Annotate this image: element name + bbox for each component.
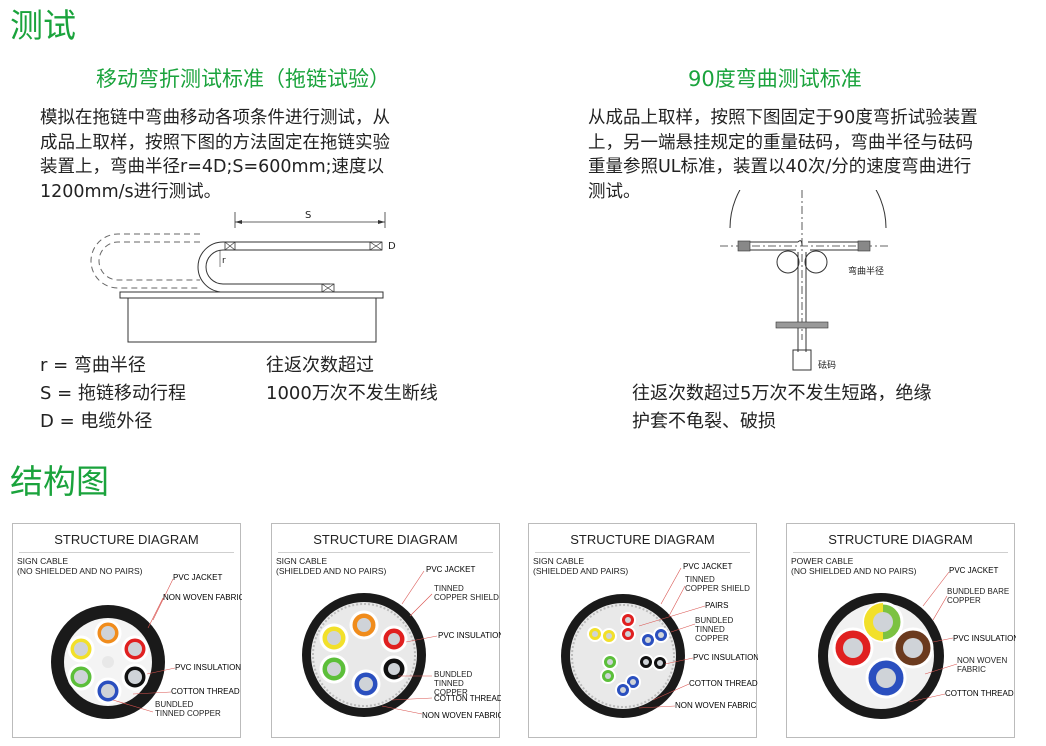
s-label: S xyxy=(305,210,311,221)
card-title: STRUCTURE DIAGRAM xyxy=(570,532,715,547)
drag-chain-description: 模拟在拖链中弯曲移动各项条件进行测试，从 成品上取样，按照下图的方法固定在拖链实… xyxy=(40,108,390,202)
bend-radius-label: 弯曲半径 xyxy=(848,265,884,277)
label-cotton-thread: COTTON THREAD xyxy=(945,689,1014,698)
label-non-woven-fabric: NON WOVEN FABRIC xyxy=(957,656,1008,674)
label-pvc-insulation: PVC INSULATION xyxy=(693,653,758,662)
label-non-woven-fabric: NON WOVEN FABRIC xyxy=(422,711,501,720)
structure-card-sign-cable-shielded-pairs: STRUCTURE DIAGRAM SIGN CABLE (SHIELDED A… xyxy=(528,523,758,738)
drag-chain-diagram: S r D xyxy=(90,210,396,343)
cable-type: POWER CABLE (NO SHIELDED AND NO PAIRS) xyxy=(791,556,917,576)
section-title-test: 测试 xyxy=(10,6,76,45)
bend-test-result: 往返次数超过5万次不发生短路，绝缘 护套不龟裂、破损 xyxy=(632,383,932,432)
label-bundled-tinned-copper: BUNDLED TINNED COPPER xyxy=(434,670,473,697)
label-bundled-tinned-copper: BUNDLED TINNED COPPER xyxy=(155,700,221,718)
heading-drag-chain-test: 移动弯折测试标准（拖链试验） xyxy=(96,67,390,91)
cable-cross-section: PVC JACKET PVC INSULATION COTTON THREAD xyxy=(818,566,1016,719)
label-pvc-jacket: PVC JACKET xyxy=(173,573,222,582)
label-pvc-jacket: PVC JACKET xyxy=(949,566,998,575)
heading-90-degree-test: 90度弯曲测试标准 xyxy=(688,67,862,91)
label-bundled-bare-copper: BUNDLED BARE COPPER xyxy=(947,587,1010,605)
cable-cross-section: PVC JACKET PVC INSULATION COTTON THREAD … xyxy=(302,565,501,720)
card-title: STRUCTURE DIAGRAM xyxy=(54,532,199,547)
drag-chain-legend: r = 弯曲半径 S = 拖链移动行程 D = 电缆外径 xyxy=(40,355,186,432)
label-cotton-thread: COTTON THREAD xyxy=(689,679,758,688)
label-bundled-tinned-copper: BUNDLED TINNED COPPER xyxy=(695,616,734,643)
card-title: STRUCTURE DIAGRAM xyxy=(828,532,973,547)
label-cotton-thread: COTTON THREAD xyxy=(434,694,501,703)
structure-card-sign-cable-unshielded: STRUCTURE DIAGRAM SIGN CABLE (NO SHIELDE… xyxy=(12,523,242,738)
cable-cross-section: PVC JACKET PAIRS PVC INSULATION COTTON T… xyxy=(561,562,758,718)
label-pvc-jacket: PVC JACKET xyxy=(426,565,475,574)
label-pairs: PAIRS xyxy=(705,601,728,610)
structure-card-power-cable: STRUCTURE DIAGRAM POWER CABLE (NO SHIELD… xyxy=(786,523,1016,738)
label-pvc-insulation: PVC INSULATION xyxy=(953,634,1016,643)
label-pvc-insulation: PVC INSULATION xyxy=(175,663,241,672)
label-non-woven-fabric: NON WOVEN FABRIC xyxy=(675,701,757,710)
bend-test-description: 从成品上取样，按照下图固定于90度弯折试验装置 上，另一端悬挂规定的重量砝码，弯… xyxy=(588,108,978,202)
cable-type: SIGN CABLE (SHIELDED AND PAIRS) xyxy=(533,556,629,576)
cable-type: SIGN CABLE (NO SHIELDED AND NO PAIRS) xyxy=(17,556,143,576)
structure-card-sign-cable-shielded: STRUCTURE DIAGRAM SIGN CABLE (SHIELDED A… xyxy=(271,523,501,738)
drag-chain-result: 往返次数超过 1000万次不发生断线 xyxy=(266,355,438,404)
label-tinned-copper-shield: TINNED COPPER SHIELD xyxy=(434,584,499,602)
weight-label: 砝码 xyxy=(818,359,836,371)
cable-type: SIGN CABLE (SHIELDED AND NO PAIRS) xyxy=(276,556,387,576)
r-label: r xyxy=(222,256,226,266)
label-non-woven-fabric: NON WOVEN FABRIC xyxy=(163,593,242,602)
label-pvc-jacket: PVC JACKET xyxy=(683,562,732,571)
bend-test-diagram: 弯曲半径 砝码 xyxy=(720,190,888,371)
section-title-structure: 结构图 xyxy=(10,462,109,501)
cable-cross-section: PVC JACKET NON WOVEN FABRIC PVC INSULATI… xyxy=(51,573,242,719)
card-title: STRUCTURE DIAGRAM xyxy=(313,532,458,547)
d-label: D xyxy=(388,241,396,252)
label-pvc-insulation: PVC INSULATION xyxy=(438,631,501,640)
label-tinned-copper-shield: TINNED COPPER SHIELD xyxy=(685,575,750,593)
label-cotton-thread: COTTON THREAD xyxy=(171,687,240,696)
